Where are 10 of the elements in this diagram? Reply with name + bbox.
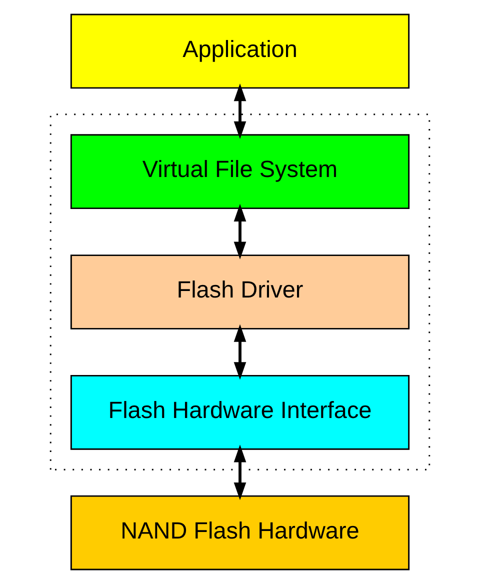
cluster — [50, 114, 430, 470]
node-box: Application — [70, 14, 410, 89]
arrow — [234, 84, 246, 139]
arrow — [234, 204, 246, 260]
arrow — [234, 324, 246, 380]
node-box: Flash Driver — [70, 254, 410, 330]
node-box: Virtual File System — [70, 134, 410, 210]
node-box: NAND Flash Hardware — [70, 495, 410, 570]
node-box: Flash Hardware Interface — [70, 374, 410, 450]
arrow — [234, 444, 246, 500]
